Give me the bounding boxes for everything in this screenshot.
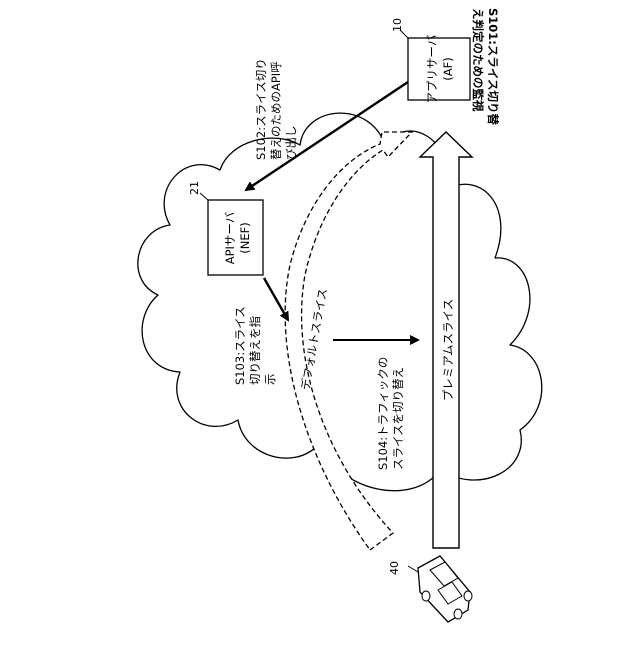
premium-slice-label: プレミアムスライス — [441, 299, 455, 401]
af-sub: (AF) — [441, 57, 455, 80]
s102-line-2: 替えのためのAPI呼 — [269, 61, 283, 160]
af-name: アプリサーバ — [425, 34, 439, 103]
s104-line-1: S104:トラフィックの — [376, 357, 390, 470]
vehicle-ref-number: 40 — [388, 561, 401, 575]
af-ref-number: 10 — [391, 18, 404, 32]
step-s102-label: S102:スライス切り 替えのためのAPI呼 び出し — [254, 58, 298, 160]
s103-line-2: 切り替えを指 — [248, 316, 262, 385]
s102-line-1: S102:スライス切り — [254, 58, 268, 160]
s101-line-1: S101:スライス切り替 — [486, 8, 500, 126]
nef-ref-number: 21 — [188, 181, 201, 195]
network-cloud — [138, 113, 542, 491]
step-s104-label: S104:トラフィックの スライスを切り替え — [376, 357, 405, 470]
s102-line-3: び出し — [284, 126, 298, 161]
s101-line-2: え判定のための監視 — [471, 8, 485, 112]
vehicle-40: 40 — [388, 556, 472, 622]
app-server-af: アプリサーバ (AF) 10 — [391, 18, 470, 103]
nef-sub: (NEF) — [238, 222, 252, 253]
nef-name: APIサーバ — [223, 211, 237, 264]
step-s101-label: S101:スライス切り替 え判定のための監視 — [471, 8, 500, 126]
s103-line-3: 示 — [263, 374, 277, 386]
s104-line-2: スライスを切り替え — [391, 367, 405, 470]
s103-line-1: S103:スライス — [233, 306, 247, 385]
